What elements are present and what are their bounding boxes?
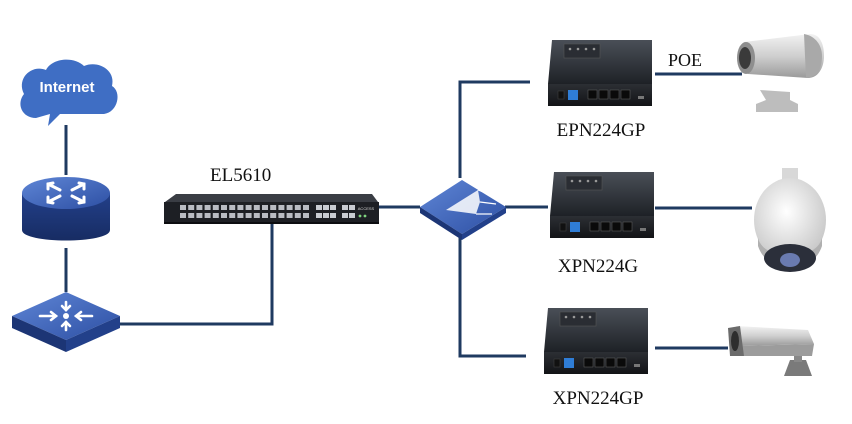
olt-sfp-port: [253, 213, 260, 218]
onu-icon: [548, 40, 652, 106]
onu-label-xpn224gp: XPN224GP: [553, 388, 644, 409]
olt-sfp-port: [221, 213, 227, 218]
olt-sfp-port: [286, 205, 293, 210]
olt-sfp-port: [229, 213, 236, 218]
olt-sfp-port: [294, 213, 301, 218]
olt-sfp-port: [212, 213, 219, 218]
onu-icon: [544, 308, 648, 374]
olt-sfp-port: [262, 205, 268, 210]
olt-sfp-port: [237, 205, 244, 210]
switch-icon: [12, 292, 120, 352]
olt-sfp-port: [245, 205, 252, 210]
dome-camera-icon: [754, 168, 826, 272]
onu-label-epn224gp: EPN224GP: [557, 120, 646, 141]
splitter-icon: [420, 180, 506, 240]
link-splitter-onu-top: [458, 80, 530, 178]
box-camera-icon: [728, 326, 814, 376]
olt-sfp-port: [303, 213, 309, 218]
olt-sfp-port: [204, 205, 211, 210]
olt-icon: ACCESS: [164, 194, 379, 224]
olt-sfp-port: [180, 205, 186, 210]
onu-icon: [550, 172, 654, 238]
olt-sfp-port: [253, 205, 260, 210]
bullet-camera-icon: [737, 34, 824, 112]
olt-label: EL5610: [210, 165, 271, 186]
olt-sfp-port: [286, 213, 293, 218]
links: [64, 72, 752, 358]
olt-sfp-ports: [180, 205, 309, 218]
olt-sfp-port: [196, 213, 203, 218]
olt-sfp-port: [262, 213, 268, 218]
olt-sfp-port: [245, 213, 252, 218]
olt-brand: ACCESS: [358, 206, 375, 211]
olt-sfp-port: [188, 205, 195, 210]
olt-sfp-port: [188, 213, 195, 218]
cloud-label: Internet: [39, 79, 94, 96]
olt-sfp-port: [180, 213, 186, 218]
olt-sfp-port: [270, 213, 277, 218]
olt-sfp-port: [204, 213, 211, 218]
olt-sfp-port: [221, 205, 227, 210]
poe-label: POE: [668, 50, 702, 70]
onu-label-xpn224g: XPN224G: [558, 256, 639, 277]
cloud-icon: Internet: [20, 59, 118, 127]
link-splitter-onu-bottom: [458, 236, 526, 358]
olt-sfp-port: [229, 205, 236, 210]
olt-sfp-port: [294, 205, 301, 210]
olt-sfp-port: [212, 205, 219, 210]
olt-sfp-port: [270, 205, 277, 210]
olt-sfp-port: [196, 205, 203, 210]
olt-sfp-port: [303, 205, 309, 210]
olt-rj45-ports: [316, 205, 355, 218]
olt-sfp-port: [237, 213, 244, 218]
link-switch-olt: [120, 222, 274, 326]
router-icon: [22, 177, 110, 241]
olt-sfp-port: [278, 213, 285, 218]
olt-sfp-port: [278, 205, 285, 210]
